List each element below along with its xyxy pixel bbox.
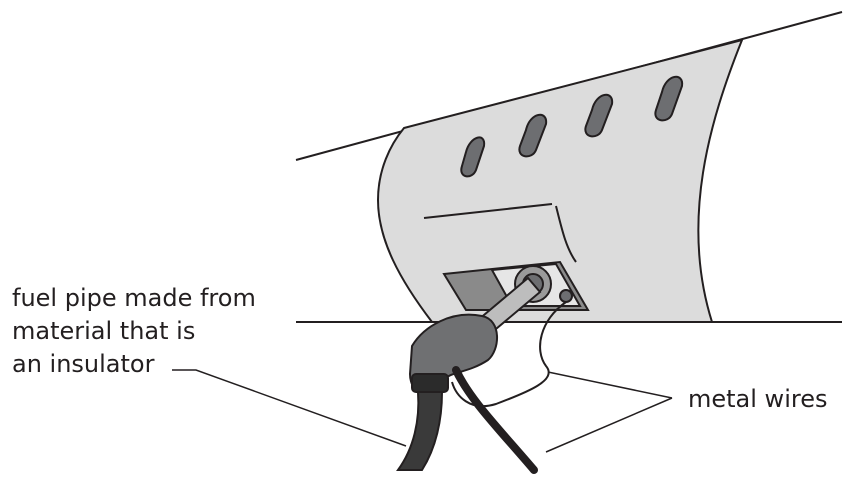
fuel-pipe-leader-line <box>172 370 406 446</box>
nozzle-collar <box>412 374 448 392</box>
fuel-pipe-label-line-1: fuel pipe made from <box>12 284 256 312</box>
fuel-pipe-label-line-2: material that is <box>12 317 195 345</box>
grounding-socket <box>560 290 572 302</box>
metal-wires-leader-upper <box>548 372 672 398</box>
metal-wires-label: metal wires <box>688 385 827 413</box>
metal-wires-leader-lower <box>546 398 672 452</box>
fuel-pipe-label-line-3: an insulator <box>12 350 155 378</box>
fuel-hose <box>398 392 442 470</box>
bonding-cable <box>456 370 534 470</box>
